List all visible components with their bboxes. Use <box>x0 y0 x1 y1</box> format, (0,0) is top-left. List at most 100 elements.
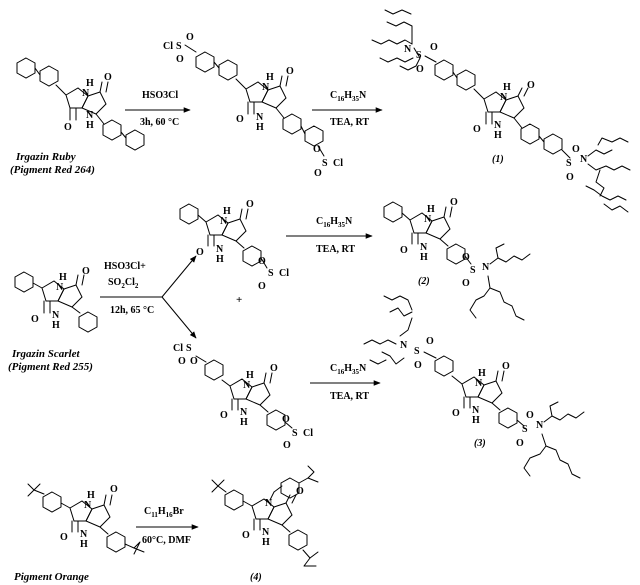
reaction-arrow-6: C11H16Br 60°C, DMF <box>136 506 199 546</box>
arrow-1-condition: 3h, 60 °C <box>140 117 179 128</box>
chlorine-label: Cl <box>163 41 173 52</box>
arrow-3-condition: 12h, 65 °C <box>110 305 154 316</box>
pigment-orange-structure: H N O O N H <box>27 483 145 555</box>
sulfur-label: S <box>322 158 328 169</box>
product-2-structure: H N O O N H O S O N (2) <box>383 197 531 321</box>
sulfonyl-oxygen-label: O <box>414 360 422 371</box>
carbonyl-oxygen-label: O <box>60 532 68 543</box>
nh-nitrogen-label: N <box>475 378 483 389</box>
reaction-arrow-1: HSO3Cl 3h, 60 °C <box>125 90 191 128</box>
sulfur-label: S <box>186 343 192 354</box>
sulfonyl-oxygen-label: O <box>178 356 186 367</box>
sulfonamide-nitrogen-label: N <box>400 340 408 351</box>
reaction-arrow-4: C16H35N TEA, RT <box>286 216 373 255</box>
carbonyl-oxygen-label: O <box>286 66 294 77</box>
sulfonyl-oxygen-label: O <box>566 172 574 183</box>
arrow-2-condition: TEA, RT <box>330 117 369 128</box>
carbonyl-oxygen-label: O <box>196 247 204 258</box>
carbonyl-oxygen-label: O <box>400 245 408 256</box>
irgazin-ruby-structure: H N O O N H <box>16 57 145 151</box>
compound-1-label: (1) <box>492 154 504 165</box>
pigment-orange-name: Pigment Orange <box>14 571 89 583</box>
nh-hydrogen-label: H <box>52 320 60 331</box>
irgazin-scarlet-name: Irgazin Scarlet <box>11 348 80 360</box>
sulfur-label: S <box>522 424 528 435</box>
carbonyl-oxygen-label: O <box>242 530 250 541</box>
nh-hydrogen-label: H <box>427 204 435 215</box>
plus-sign: + <box>236 294 242 306</box>
arrow-5-reagent: C16H35N <box>330 363 367 376</box>
arrow-3-reagent-sulfuryl-chloride: SO2Cl2 <box>108 277 139 290</box>
product-3-structure: N S O O H N O O N H O S O N (3) <box>363 295 585 479</box>
sulfonyl-oxygen-label: O <box>313 144 321 155</box>
sulfonyl-oxygen-label: O <box>426 336 434 347</box>
nh-hydrogen-label: H <box>86 120 94 131</box>
product-4-structure: N O O N H (4) <box>211 465 319 583</box>
nh-hydrogen-label: H <box>240 417 248 428</box>
pigment-red-255-name: (Pigment Red 255) <box>8 361 93 373</box>
compound-3-label: (3) <box>474 438 486 449</box>
product-1-structure: N S O O H N O O N H O S O N (1) <box>371 9 631 213</box>
carbonyl-oxygen-label: O <box>236 114 244 125</box>
sulfonyl-oxygen-label: O <box>282 414 290 425</box>
sulfonamide-nitrogen-label: N <box>580 154 588 165</box>
sulfonyl-oxygen-label: O <box>526 410 534 421</box>
sulfur-label: S <box>416 50 422 61</box>
nh-nitrogen-label: N <box>80 529 88 540</box>
sulfonyl-oxygen-label: O <box>462 252 470 263</box>
nh-nitrogen-label: N <box>420 242 428 253</box>
carbonyl-oxygen-label: O <box>450 197 458 208</box>
compound-4-label: (4) <box>250 572 262 583</box>
arrow-1-reagent: HSO3Cl <box>142 90 178 101</box>
chlorine-label: Cl <box>333 158 343 169</box>
nh-hydrogen-label: H <box>246 370 254 381</box>
nh-hydrogen-label: H <box>256 122 264 133</box>
nh-hydrogen-label: H <box>223 206 231 217</box>
sulfur-label: S <box>470 265 476 276</box>
nh-hydrogen-label: H <box>494 130 502 141</box>
sulfur-label: S <box>176 41 182 52</box>
sulfonyl-oxygen-label: O <box>572 144 580 155</box>
sulfonyl-oxygen-label: O <box>462 278 470 289</box>
sulfonyl-oxygen-label: O <box>283 440 291 451</box>
nh-nitrogen-label: N <box>472 405 480 416</box>
carbonyl-oxygen-label: O <box>246 199 254 210</box>
irgazin-ruby-name: Irgazin Ruby <box>15 151 76 163</box>
sulfonamide-nitrogen-label: N <box>404 44 412 55</box>
pigment-red-264-name: (Pigment Red 264) <box>10 164 95 176</box>
arrow-3-reagent-chlorosulfonic: HSO3Cl+ <box>104 261 146 272</box>
arrow-6-condition: 60°C, DMF <box>142 535 191 546</box>
nh-hydrogen-label: H <box>87 490 95 501</box>
arrow-6-reagent: C11H16Br <box>144 506 184 519</box>
nh-nitrogen-label: N <box>500 92 508 103</box>
nh-hydrogen-label: H <box>503 82 511 93</box>
nh-hydrogen-label: H <box>262 537 270 548</box>
arrow-4-reagent: C16H35N <box>316 216 353 229</box>
carbonyl-oxygen-label: O <box>104 72 112 83</box>
nh-nitrogen-label: N <box>424 214 432 225</box>
sulfur-label: S <box>414 346 420 357</box>
carbonyl-oxygen-label: O <box>502 361 510 372</box>
sulfonyl-oxygen-label: O <box>176 54 184 65</box>
reaction-arrow-2: C16H35N TEA, RT <box>312 90 383 128</box>
carbonyl-oxygen-label: O <box>31 314 39 325</box>
nh-nitrogen-label: N <box>84 500 92 511</box>
scarlet-mono-sulfonyl-chloride: H N O O N H O S Cl O <box>179 199 289 292</box>
nh-nitrogen-label: N <box>243 380 251 391</box>
chlorine-label: Cl <box>303 428 313 439</box>
n-benzyl-nitrogen-label: N <box>265 498 273 509</box>
sulfonyl-oxygen-label: O <box>516 438 524 449</box>
carbonyl-oxygen-label: O <box>296 486 304 497</box>
carbonyl-oxygen-label: O <box>82 266 90 277</box>
sulfonyl-oxygen-label: O <box>258 256 266 267</box>
sulfur-label: S <box>292 428 298 439</box>
carbonyl-oxygen-label: O <box>110 484 118 495</box>
ruby-sulfonyl-chloride-intermediate: Cl S O O H N O O N H O S Cl O <box>163 32 343 179</box>
arrow-2-reagent: C16H35N <box>330 90 367 103</box>
nh-hydrogen-label: H <box>59 272 67 283</box>
sulfonyl-oxygen-label: O <box>186 32 194 43</box>
sulfur-label: S <box>268 268 274 279</box>
nh-nitrogen-label: N <box>52 310 60 321</box>
sulfur-label: S <box>566 158 572 169</box>
